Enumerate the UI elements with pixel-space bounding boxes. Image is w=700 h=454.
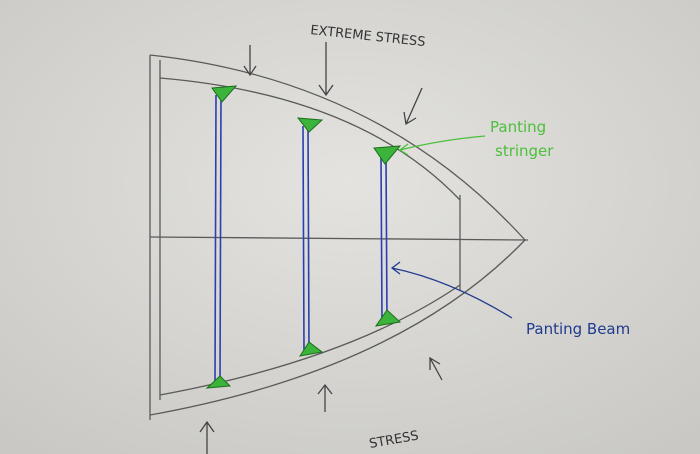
hull-outline xyxy=(149,54,529,420)
arrow-up-icon xyxy=(199,420,215,454)
outer-shell-upper xyxy=(149,54,526,241)
bracket-icon xyxy=(296,117,324,133)
brackets xyxy=(205,85,402,389)
arrow-diagonal-icon xyxy=(429,356,443,381)
stringer-label-line1: Panting xyxy=(490,118,546,136)
label-pointers xyxy=(390,135,513,319)
bracket-icon xyxy=(373,145,402,165)
bracket-icon xyxy=(211,85,238,103)
bracket-icon xyxy=(205,375,232,389)
stress-arrows xyxy=(199,42,443,454)
arrow-down-icon xyxy=(243,45,257,77)
bracket-icon xyxy=(374,309,402,327)
beam-pointer xyxy=(390,261,513,319)
inner-shell-upper xyxy=(159,77,461,201)
inner-shell-lower xyxy=(159,284,461,396)
stringer-label-line2: stringer xyxy=(495,142,554,160)
outer-shell-lower xyxy=(149,239,526,416)
centerline xyxy=(149,236,529,241)
beam-label: Panting Beam xyxy=(526,320,630,338)
arrow-down-icon xyxy=(318,42,334,97)
bracket-icon xyxy=(298,341,324,357)
arrow-up-icon xyxy=(317,383,333,412)
stringer-pointer xyxy=(398,135,486,156)
panting-beams xyxy=(214,94,388,383)
arrow-diagonal-icon xyxy=(403,87,423,126)
